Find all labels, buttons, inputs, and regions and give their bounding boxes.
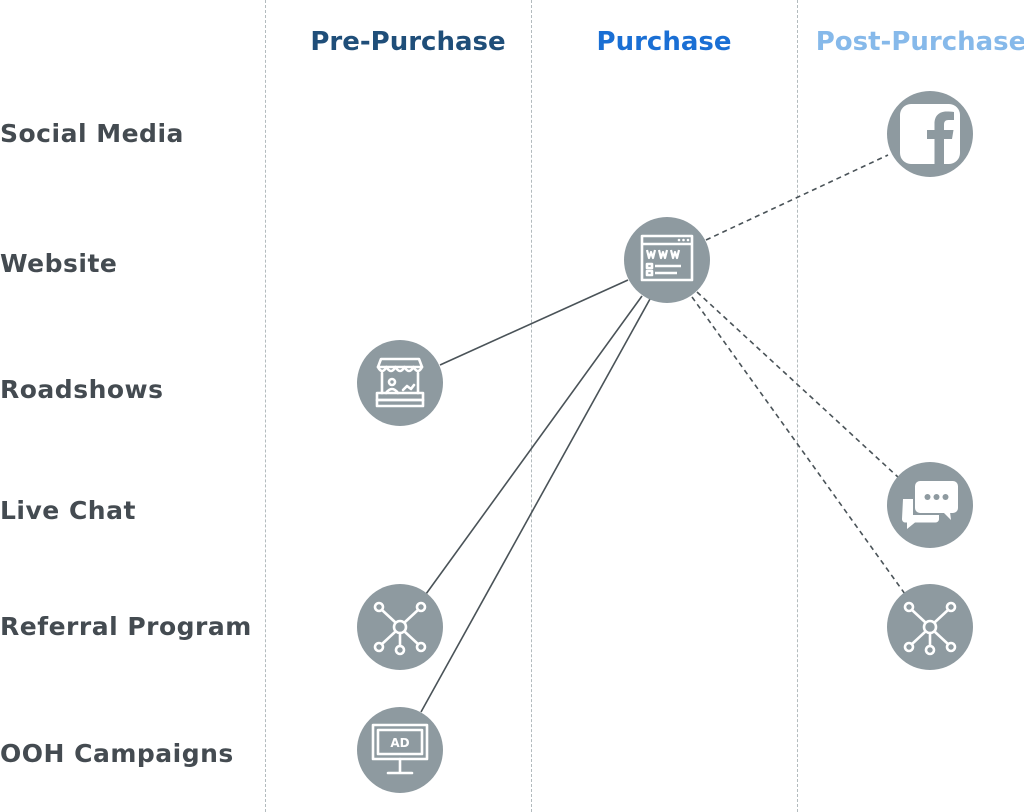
row-label-roadshows: Roadshows bbox=[0, 375, 164, 404]
row-label-referral-program: Referral Program bbox=[0, 612, 252, 641]
column-divider-3 bbox=[797, 0, 798, 812]
link-referral-website bbox=[425, 295, 643, 595]
column-header-pre-purchase: Pre-Purchase bbox=[310, 27, 506, 57]
row-label-website: Website bbox=[0, 249, 118, 278]
referral-program-pre-node bbox=[357, 584, 443, 670]
link-website-social-media bbox=[705, 154, 889, 241]
storefront-icon bbox=[375, 357, 425, 408]
website-node bbox=[624, 217, 710, 303]
ooh-campaigns-node: AD bbox=[357, 707, 443, 793]
billboard-ad-text: AD bbox=[390, 736, 409, 750]
social-media-node bbox=[887, 91, 973, 177]
network-icon bbox=[373, 601, 427, 656]
chat-bubbles-icon bbox=[902, 481, 958, 529]
link-website-live-chat bbox=[696, 291, 900, 479]
network-icon bbox=[903, 601, 957, 656]
referral-program-post-node bbox=[887, 584, 973, 670]
link-roadshows-website bbox=[439, 279, 629, 366]
facebook-icon bbox=[900, 104, 960, 164]
row-label-live-chat: Live Chat bbox=[0, 496, 136, 525]
column-divider-2 bbox=[531, 0, 532, 812]
row-label-ooh-campaigns: OOH Campaigns bbox=[0, 739, 234, 768]
link-ooh-website bbox=[420, 298, 651, 713]
live-chat-node bbox=[887, 462, 973, 548]
column-header-purchase: Purchase bbox=[596, 27, 732, 57]
column-divider-1 bbox=[265, 0, 266, 812]
column-header-post-purchase: Post-Purchase bbox=[815, 27, 1024, 57]
website-icon bbox=[640, 234, 694, 282]
billboard-icon: AD bbox=[371, 723, 429, 775]
link-website-referral-post bbox=[691, 296, 906, 595]
roadshows-node bbox=[357, 340, 443, 426]
row-label-social-media: Social Media bbox=[0, 119, 184, 148]
